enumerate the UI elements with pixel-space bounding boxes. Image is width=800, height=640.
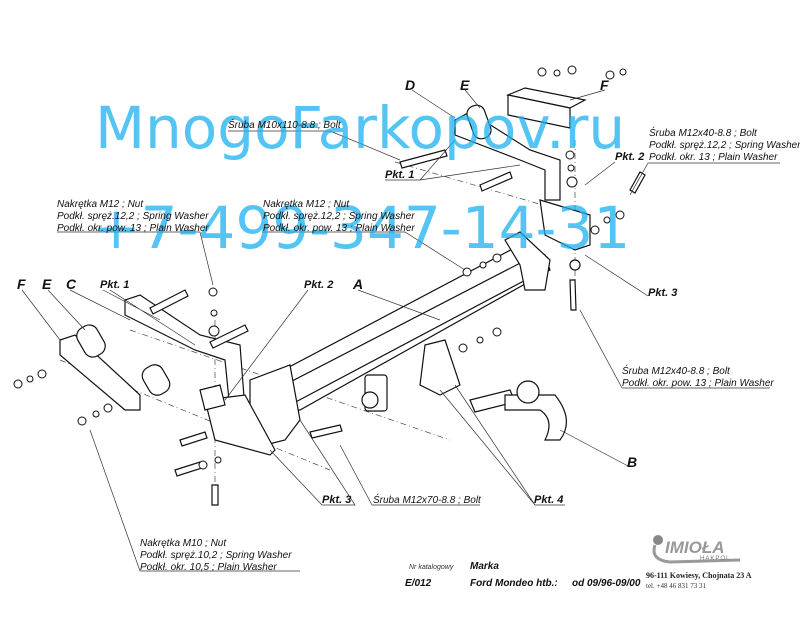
fasteners [13, 65, 646, 506]
pkt3-label-bottom: Pkt. 3 [322, 494, 351, 506]
pkt4-label: Pkt. 4 [534, 494, 563, 506]
catalog-number: E/012 [405, 578, 432, 589]
callout-nut-m10-1: Nakrętka M10 ; Nut [140, 538, 227, 549]
part-label-e-left: E [42, 276, 52, 292]
callout-nut-m12-mid-1: Nakrętka M12 ; Nut [263, 199, 350, 210]
part-label-b: B [627, 454, 637, 470]
pkt2-label-mid: Pkt. 2 [304, 279, 333, 291]
pkt1-label-top: Pkt. 1 [385, 169, 414, 181]
company-address: 96-111 Kowiesy, Chojnata 23 A [646, 571, 752, 580]
main-beam [249, 231, 551, 446]
watermark-site: MnogoFarkopov.ru [95, 94, 625, 162]
logo-subtext: HAKPOL [700, 556, 730, 562]
leader-lines [21, 89, 780, 572]
part-label-f-left: F [17, 276, 26, 292]
callout-bolt-m12x40-top-3: Podkł. okr. 13 ; Plain Washer [649, 152, 778, 163]
vehicle-model: Ford Mondeo htb.: [470, 578, 558, 589]
pkt3-label-right: Pkt. 3 [648, 287, 677, 299]
callout-nut-m10-3: Podkł. okr. 10,5 ; Plain Washer [140, 562, 277, 573]
title-block: Nr katalogowy E/012 Marka Ford Mondeo ht… [405, 535, 752, 590]
part-label-d: D [405, 77, 415, 93]
part-label-e-top: E [460, 77, 470, 93]
callout-bolt-m10x110: Śruba M10x110-8.8 ; Bolt [228, 118, 342, 131]
callout-nut-m12-left-1: Nakrętka M12 ; Nut [57, 199, 144, 210]
brand-label: Marka [470, 561, 499, 572]
ball-arm [469, 380, 567, 441]
callout-nut-m12-left-3: Podkł. okr. pow. 13 ; Plain Washer [57, 223, 209, 234]
callout-bolt-m12x40-top-2: Podkł. spręż.12,2 ; Spring Washer [649, 140, 800, 151]
callout-bolt-m12x40-top-1: Śruba M12x40-8.8 ; Bolt [649, 126, 758, 139]
left-brackets [59, 294, 276, 456]
production-years: od 09/96-09/00 [572, 578, 641, 589]
callout-nut-m12-mid-2: Podkł. spręż.12,2 ; Spring Washer [263, 211, 415, 222]
point-labels: Pkt. 1 Pkt. 2 Pkt. 1 Pkt. 2 Pkt. 3 Pkt. … [100, 151, 677, 506]
part-label-f-top: F [600, 77, 609, 93]
callout-bolt-m12x40-right-2: Podkł. okr. pow. 13 ; Plain Washer [622, 378, 774, 389]
pkt1-label-left: Pkt. 1 [100, 279, 129, 291]
callout-bolt-m12x70: Śruba M12x70-8.8 ; Bolt [373, 493, 482, 506]
right-bracket [454, 87, 591, 271]
company-phone: tel. +48 46 831 73 31 [646, 582, 706, 590]
callout-bolt-m12x40-right-1: Śruba M12x40-8.8 ; Bolt [622, 364, 731, 377]
part-label-a: A [352, 276, 363, 292]
logo-text: IMIOŁA [665, 538, 725, 557]
watermark-phone: +7-499-347-14-31 [92, 194, 630, 262]
callout-nut-m12-left-2: Podkł. spręż.12,2 ; Spring Washer [57, 211, 209, 222]
part-letters: D E F F E C A B [17, 77, 637, 470]
callout-nut-m10-2: Podkł. spręż.10,2 ; Spring Washer [140, 550, 292, 561]
callout-nut-m12-mid-3: Podkł. okr. pow. 13 ; Plain Washer [263, 223, 415, 234]
imiola-logo: IMIOŁA HAKPOL [652, 535, 741, 564]
pkt2-label-top: Pkt. 2 [615, 151, 644, 163]
catalog-label: Nr katalogowy [409, 564, 454, 571]
part-label-c: C [66, 276, 77, 292]
callouts: Śruba M10x110-8.8 ; Bolt Nakrętka M12 ; … [57, 118, 800, 573]
